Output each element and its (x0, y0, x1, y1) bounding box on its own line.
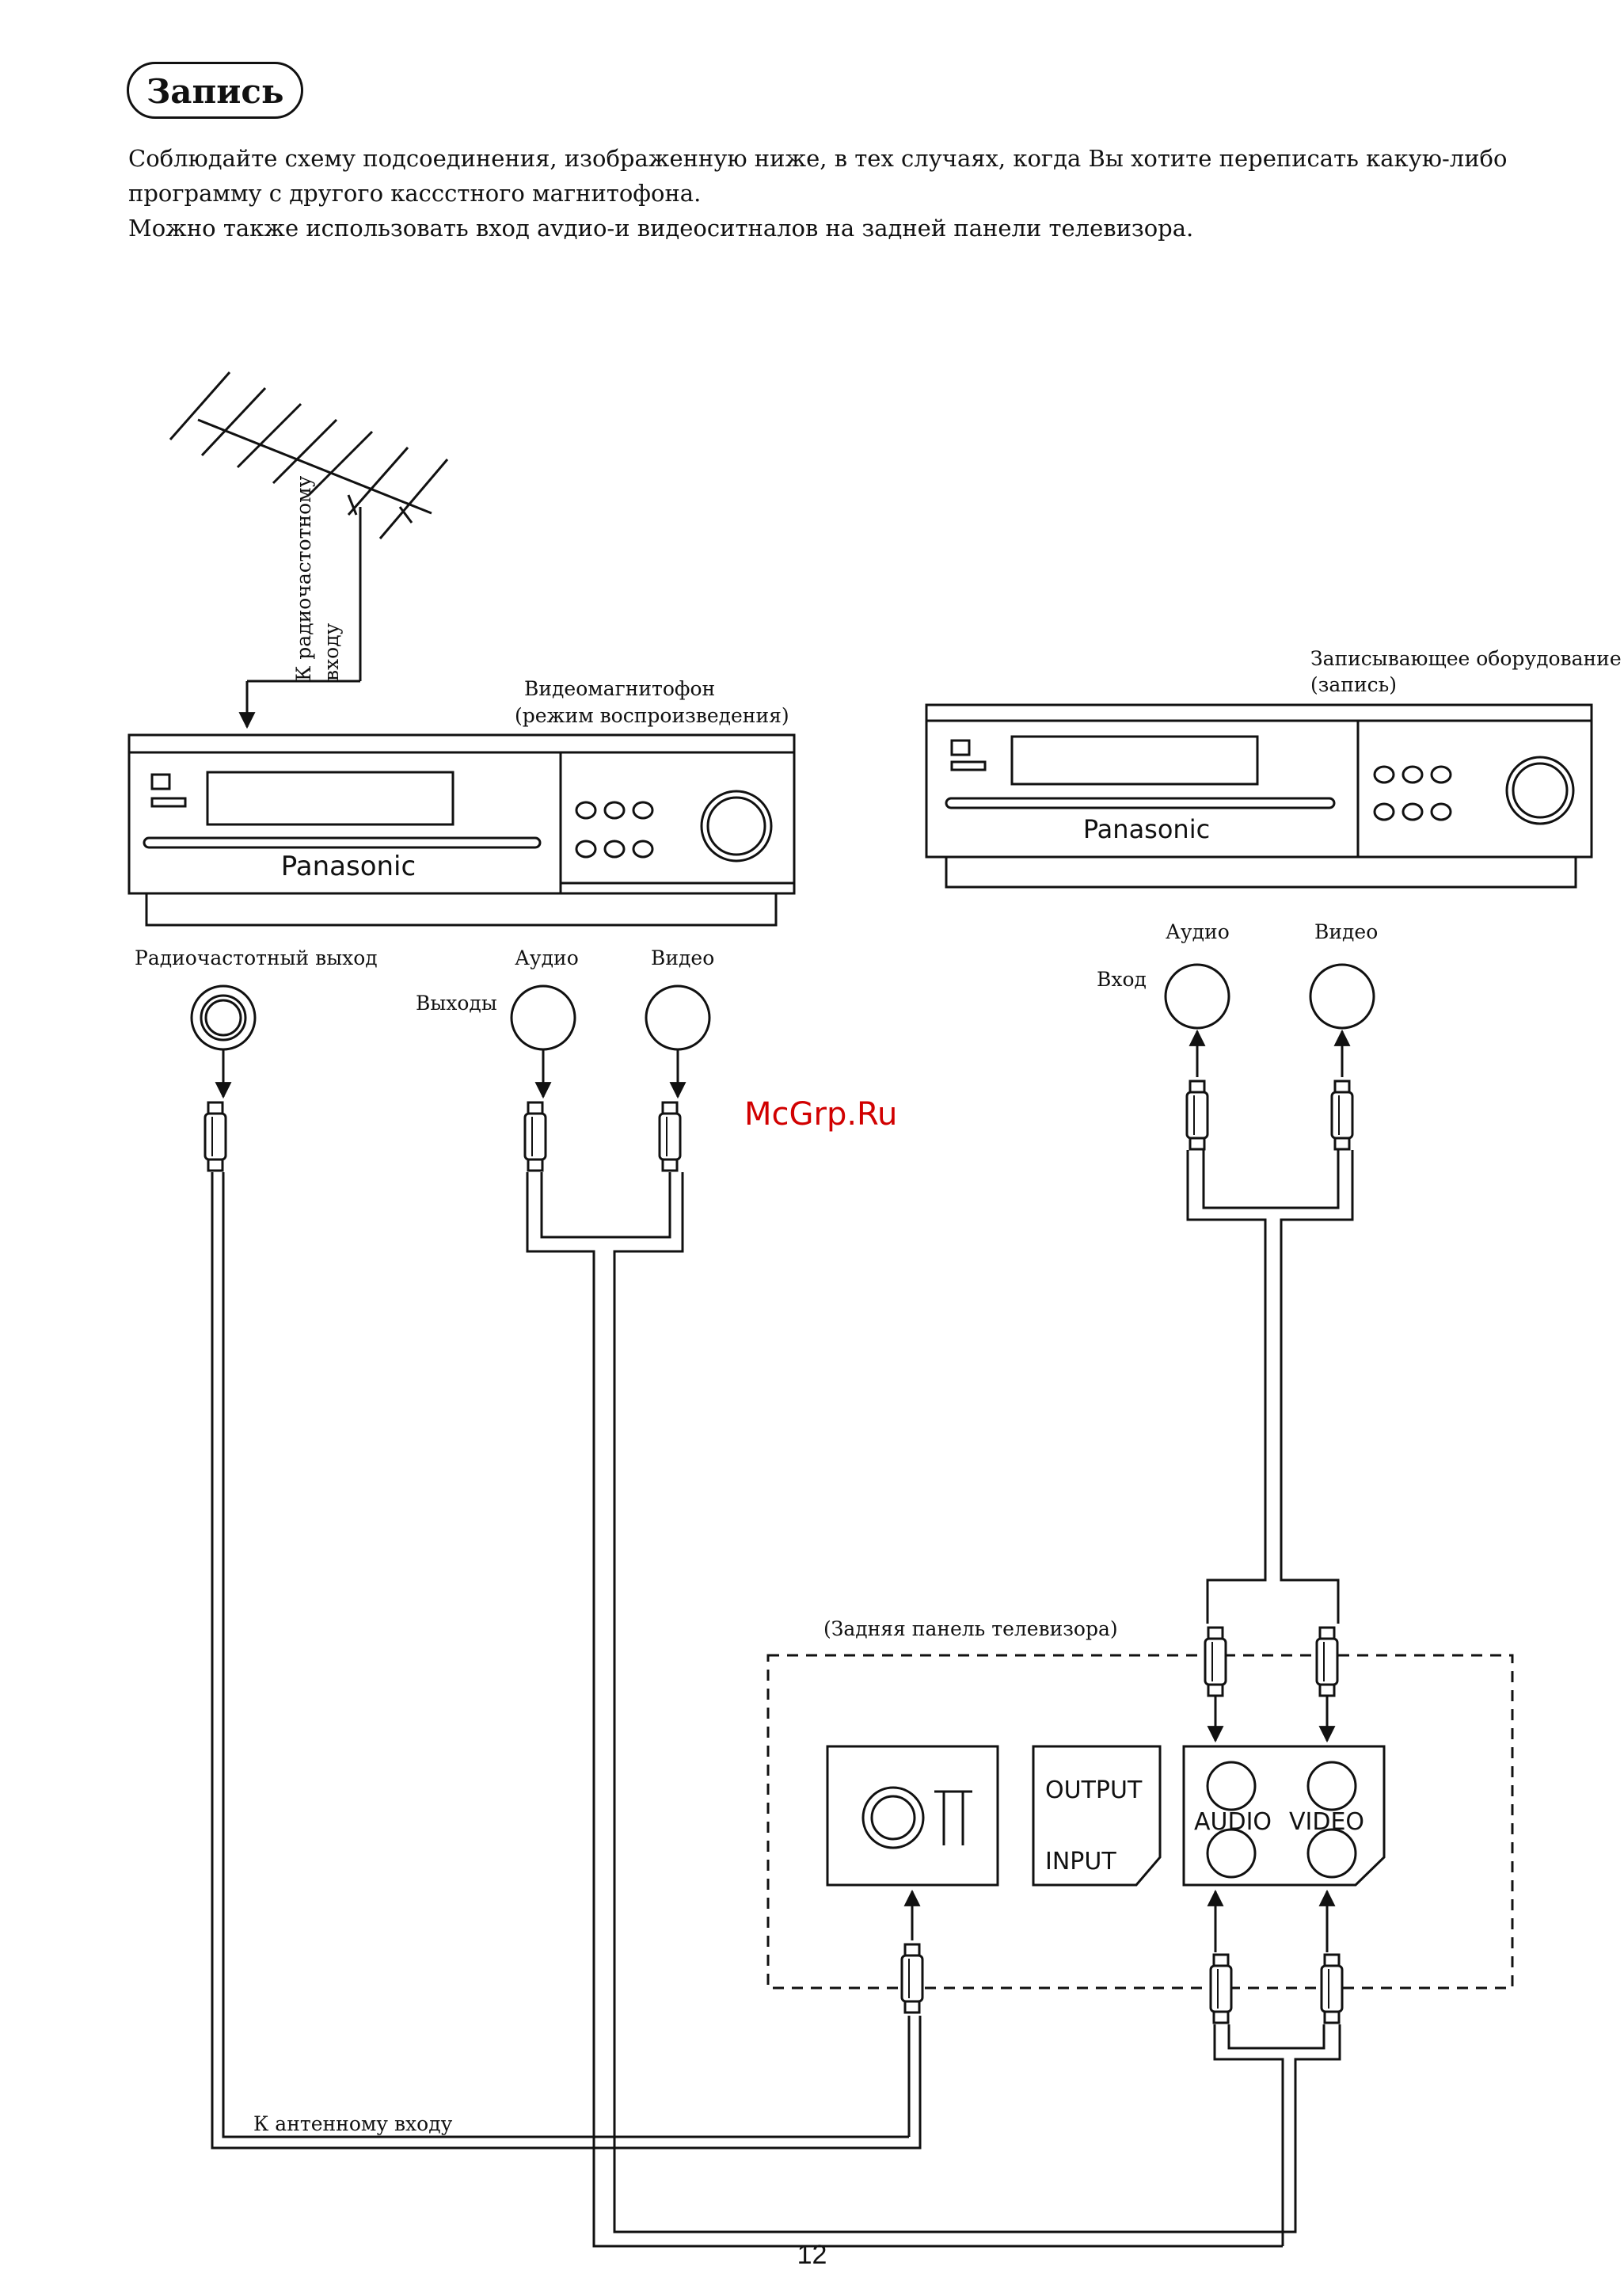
player-audio-jack[interactable] (510, 984, 576, 1051)
cables (211, 1150, 1354, 2248)
antenna-label-line2: входу (320, 623, 343, 681)
player-brand: Panasonic (281, 851, 416, 882)
recorder-audio-jack[interactable] (1164, 963, 1230, 1030)
watermark: McGrp.Ru (744, 1096, 897, 1133)
tv-audio-label: AUDIO (1194, 1808, 1272, 1836)
recorder-title-line1: Записывающее оборудование (1310, 647, 1622, 670)
tv-input-label: INPUT (1045, 1848, 1116, 1875)
rf-cable-plug (203, 1101, 227, 1172)
player-video-jack[interactable] (645, 984, 711, 1051)
tv-rear-panel (766, 1654, 1514, 1990)
intro-text: Соблюдайте схему подсоединения, изображе… (128, 141, 1601, 246)
tv-rf-input[interactable] (826, 1745, 999, 1887)
player-title-line1: Видеомагнитофон (524, 677, 715, 700)
tv-audio-in-jack[interactable] (1206, 1828, 1257, 1879)
rf-out-label: Радиочастотный выход (135, 946, 378, 969)
player-title-line2: (режим воспроизведения) (515, 704, 789, 727)
intro-line-2: программу с другого кассстного магнитофо… (128, 180, 702, 207)
player-vcr (127, 733, 796, 927)
intro-line-3: Можно также использовать вход аvдио-и ви… (128, 215, 1194, 242)
intro-line-1: Соблюдайте схему подсоединения, изображе… (128, 145, 1508, 172)
recorder-title-line2: (запись) (1310, 673, 1397, 696)
tv-output-input-label-box (1032, 1745, 1162, 1887)
tv-antenna-plug (900, 1943, 924, 2014)
outputs-label: Выходы (416, 992, 497, 1015)
recorder-video-label: Видео (1314, 920, 1378, 943)
tv-video-in-jack[interactable] (1306, 1828, 1357, 1879)
antenna-input-label: К антенному входу (253, 2112, 453, 2135)
recorder-audio-plug (1185, 1080, 1209, 1151)
tv-panel-label: (Задняя панель телевизора) (823, 1617, 1118, 1640)
input-label: Вход (1097, 968, 1147, 991)
recorder-brand: Panasonic (1083, 814, 1210, 844)
player-video-plug (658, 1101, 682, 1172)
player-audio-plug (523, 1101, 547, 1172)
recorder-video-jack[interactable] (1309, 963, 1375, 1030)
section-heading: Запись (127, 62, 304, 119)
recorder-vcr (925, 703, 1593, 889)
recorder-video-plug (1330, 1080, 1354, 1151)
tv-video-label: VIDEO (1289, 1808, 1364, 1836)
tv-output-label: OUTPUT (1045, 1776, 1143, 1804)
antenna-label-line1: К радиочастотному (292, 475, 315, 681)
player-audio-label: Аудио (515, 946, 579, 969)
page-number: 12 (797, 2240, 827, 2270)
antenna-icon (169, 371, 449, 729)
player-video-label: Видео (651, 946, 714, 969)
recorder-audio-label: Аудио (1166, 920, 1230, 943)
tv-audio-out-jack[interactable] (1206, 1761, 1257, 1811)
tv-av-in-plugs (1204, 1626, 1339, 1697)
tv-video-out-jack[interactable] (1306, 1761, 1357, 1811)
